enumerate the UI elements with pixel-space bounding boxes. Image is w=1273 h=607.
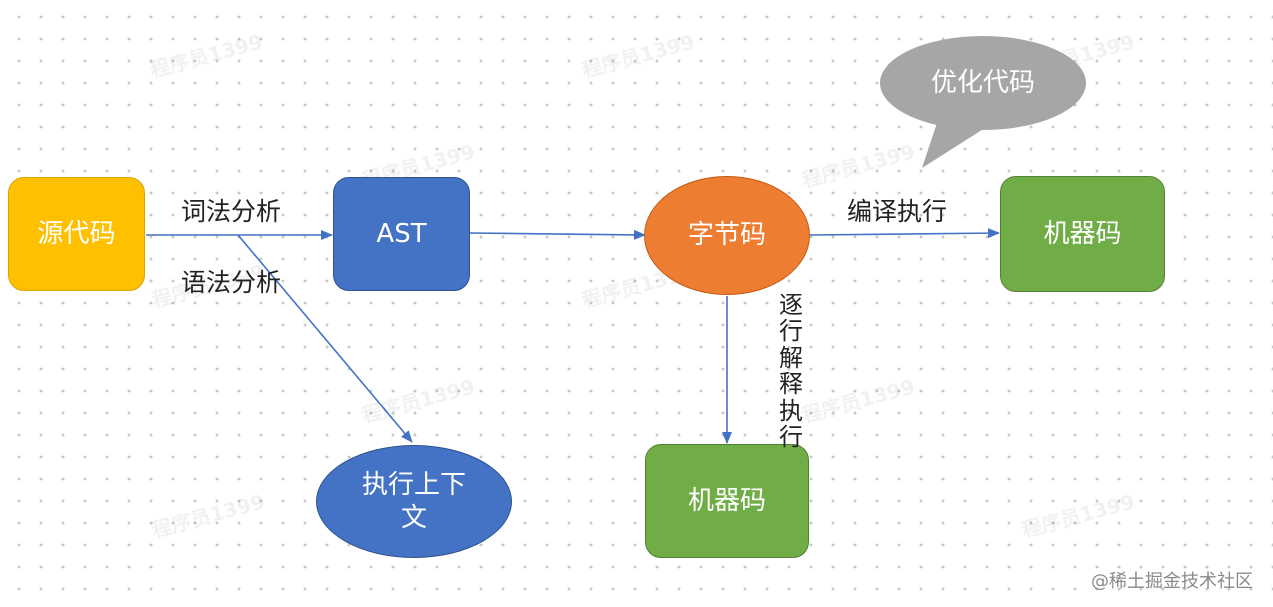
syntax-analysis-label: 语法分析: [181, 268, 282, 297]
lexical-analysis-label: 词法分析: [181, 197, 282, 226]
optimize-bubble-tail: [922, 120, 985, 168]
ast-node: AST: [333, 177, 470, 291]
machine-code-interpreted-node: 机器码: [645, 444, 809, 558]
optimize-code-bubble: 优化代码: [880, 36, 1086, 130]
interpret-line-by-line-label: 逐行解释执行: [779, 291, 803, 451]
compile-execute-label: 编译执行: [847, 197, 948, 226]
arrow-source-to-exec-context: [237, 234, 413, 443]
source-code-node: 源代码: [8, 177, 145, 291]
machine-code-compiled-node: 机器码: [1000, 176, 1165, 292]
source-watermark-footer: @稀土掘金技术社区: [1091, 571, 1253, 592]
arrow-bytecode-to-machine-compiled: [809, 228, 1000, 239]
arrow-ast-to-bytecode: [469, 229, 646, 240]
bytecode-node: 字节码: [644, 176, 810, 295]
exec-context-node: 执行上下文: [316, 445, 512, 558]
